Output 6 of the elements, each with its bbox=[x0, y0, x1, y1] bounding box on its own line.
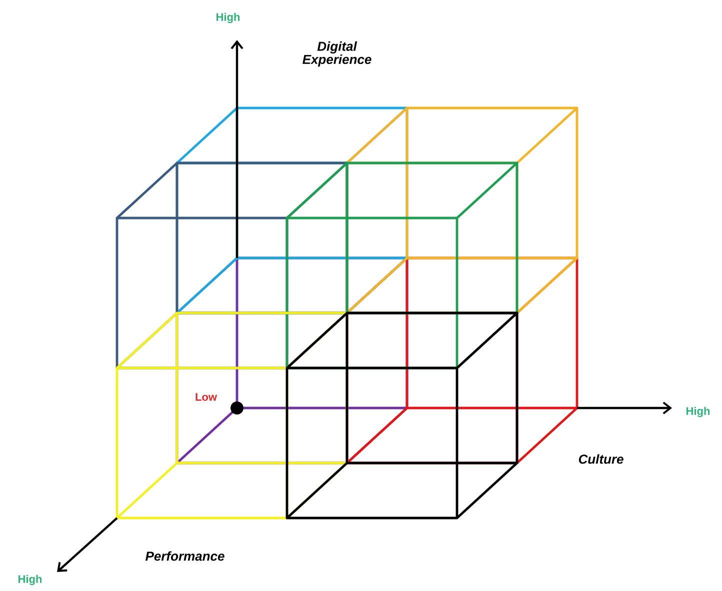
scale-label: High bbox=[216, 12, 240, 24]
axis-title: Culture bbox=[578, 454, 624, 464]
axis-title: Performance bbox=[146, 551, 224, 561]
axis-title: Digital Experience bbox=[302, 41, 372, 67]
scale-label: High bbox=[18, 574, 42, 586]
scale-label: High bbox=[686, 406, 710, 418]
